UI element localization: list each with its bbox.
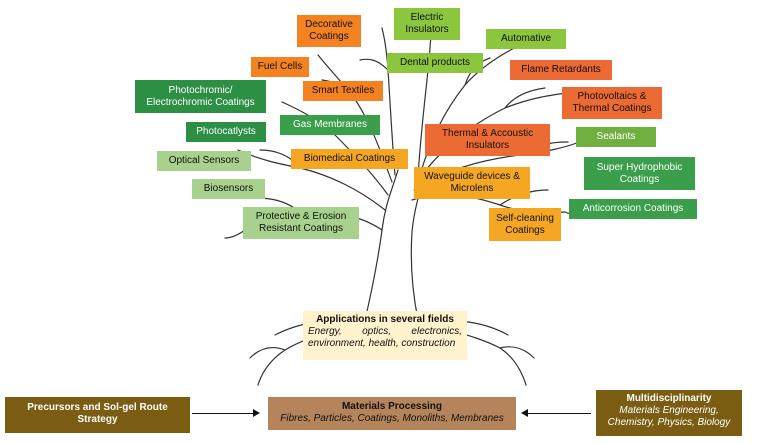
field-automotive: Automative xyxy=(486,29,566,49)
field-thermal-insulators: Thermal & Accoustic Insulators xyxy=(425,124,550,156)
field-super-hydrophobic: Super Hydrophobic Coatings xyxy=(584,157,695,190)
applications-title: Applications in several fields xyxy=(316,314,454,325)
precursors-box: Precursors and Sol-gel Route Strategy xyxy=(5,397,190,433)
processing-subtitle: Fibres, Particles, Coatings, Monoliths, … xyxy=(280,413,504,424)
multidisciplinarity-title: Multidisciplinarity xyxy=(626,393,712,404)
precursors-label: Precursors and Sol-gel Route Strategy xyxy=(27,402,168,425)
field-sealants: Sealants xyxy=(576,127,656,147)
multidisciplinarity-box: Multidisciplinarity Materials Engineerin… xyxy=(596,390,742,436)
field-dental-products: Dental products xyxy=(387,53,483,73)
field-photocatlysts: Photocatlysts xyxy=(186,122,266,142)
arrow-right xyxy=(192,409,260,417)
materials-processing-box: Materials Processing Fibres, Particles, … xyxy=(268,397,516,430)
field-waveguide: Waveguide devices & Microlens xyxy=(414,167,530,199)
field-self-cleaning: Self-cleaning Coatings xyxy=(489,208,561,241)
field-biosensors: Biosensors xyxy=(192,179,265,199)
field-electric-insulators: Electric Insulators xyxy=(394,8,460,40)
multidisciplinarity-line1: Materials Engineering, xyxy=(619,405,719,416)
field-photovoltaics: Photovoltaics & Thermal Coatings xyxy=(562,87,662,119)
field-anticorrosion: Anticorrosion Coatings xyxy=(569,199,697,219)
field-protective-coatings: Protective & Erosion Resistant Coatings xyxy=(243,207,359,239)
processing-title: Materials Processing xyxy=(341,401,443,412)
field-optical-sensors: Optical Sensors xyxy=(157,151,251,171)
field-photochromic-coatings: Photochromic/ Electrochromic Coatings xyxy=(135,80,266,113)
field-decorative-coatings: Decorative Coatings xyxy=(297,15,361,47)
field-gas-membranes: Gas Membranes xyxy=(280,115,380,135)
field-flame-retardants: Flame Retardants xyxy=(510,60,612,80)
field-biomedical-coatings: Biomedical Coatings xyxy=(291,149,408,169)
field-fuel-cells: Fuel Cells xyxy=(251,57,309,77)
field-smart-textiles: Smart Textiles xyxy=(303,81,383,101)
applications-line1: Energy, optics, electronics, xyxy=(308,326,462,337)
multidisciplinarity-line2: Chemistry, Physics, Biology xyxy=(607,417,731,428)
applications-box: Applications in several fields Energy, o… xyxy=(303,311,467,360)
arrow-left xyxy=(521,409,591,417)
applications-line2: environment, health, construction xyxy=(308,338,456,349)
